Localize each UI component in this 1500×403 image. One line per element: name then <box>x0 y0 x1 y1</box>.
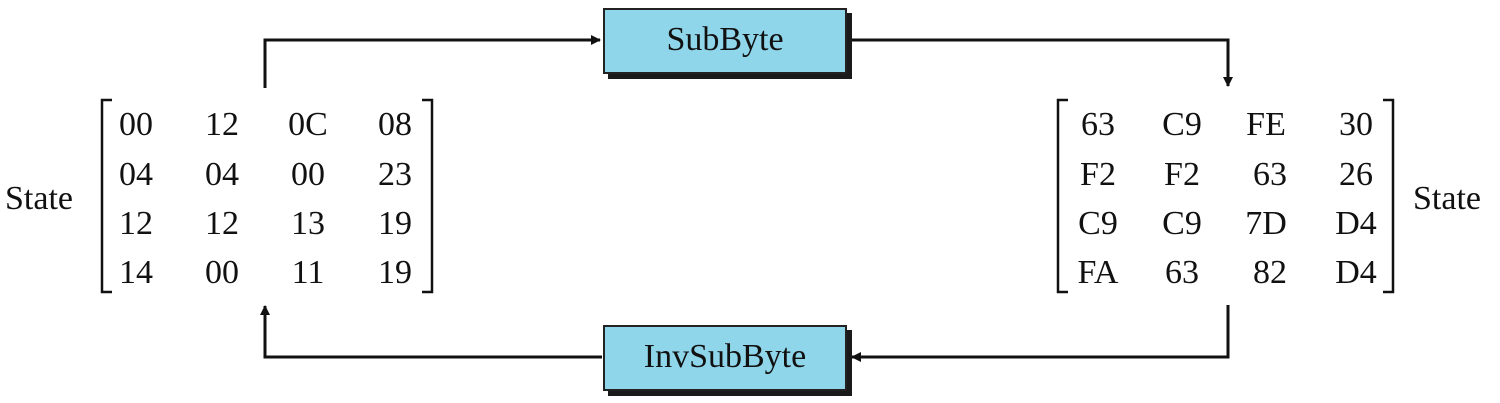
left-cell-0-3: 08 <box>378 106 412 143</box>
arrow-to-subbyte <box>263 35 601 88</box>
left-cell-2-3: 19 <box>378 205 412 242</box>
left-cell-2-0: 12 <box>119 205 153 242</box>
right-cell-3-1: 63 <box>1165 254 1199 291</box>
right-state-label: State <box>1413 180 1481 217</box>
invsubbyte-box: InvSubByte <box>603 325 847 391</box>
left-cell-3-3: 19 <box>378 254 412 291</box>
left-cell-3-0: 14 <box>119 254 153 291</box>
subbyte-box: SubByte <box>603 8 847 74</box>
right-cell-2-2: 7D <box>1245 205 1287 242</box>
subbyte-label: SubByte <box>666 21 784 58</box>
right-cell-1-3: 26 <box>1339 156 1373 193</box>
arrow-to-invsubbyte <box>851 305 1230 362</box>
right-cell-3-0: FA <box>1077 254 1119 291</box>
right-cell-3-2: 82 <box>1253 254 1287 291</box>
left-cell-1-0: 04 <box>119 156 153 193</box>
right-cell-2-1: C9 <box>1162 205 1202 242</box>
left-cell-3-2: 11 <box>291 254 325 291</box>
left-cell-0-0: 00 <box>119 106 153 143</box>
left-matrix-open-bracket <box>100 98 112 294</box>
left-cell-2-2: 13 <box>291 205 325 242</box>
right-cell-2-0: C9 <box>1078 205 1118 242</box>
invsubbyte-label: InvSubByte <box>643 338 807 375</box>
left-cell-1-2: 00 <box>291 156 325 193</box>
left-cell-0-2: 0C <box>288 106 328 143</box>
left-cell-1-1: 04 <box>205 156 239 193</box>
right-cell-0-0: 63 <box>1081 106 1115 143</box>
left-state-label: State <box>5 180 73 217</box>
left-cell-1-3: 23 <box>378 156 412 193</box>
arrow-from-invsubbyte <box>260 305 602 359</box>
left-cell-0-1: 12 <box>205 106 239 143</box>
right-matrix-close-bracket <box>1383 98 1395 294</box>
right-cell-1-1: F2 <box>1164 156 1200 193</box>
arrow-from-subbyte <box>846 38 1233 87</box>
right-cell-0-3: 30 <box>1339 106 1373 143</box>
left-cell-3-1: 00 <box>205 254 239 291</box>
right-cell-1-0: F2 <box>1080 156 1116 193</box>
right-cell-0-2: FE <box>1246 106 1286 143</box>
right-cell-0-1: C9 <box>1162 106 1202 143</box>
right-matrix-open-bracket <box>1056 98 1068 294</box>
left-matrix-close-bracket <box>422 98 434 294</box>
right-cell-1-2: 63 <box>1253 156 1287 193</box>
left-cell-2-1: 12 <box>205 205 239 242</box>
right-cell-3-3: D4 <box>1335 254 1377 291</box>
right-cell-2-3: D4 <box>1335 205 1377 242</box>
